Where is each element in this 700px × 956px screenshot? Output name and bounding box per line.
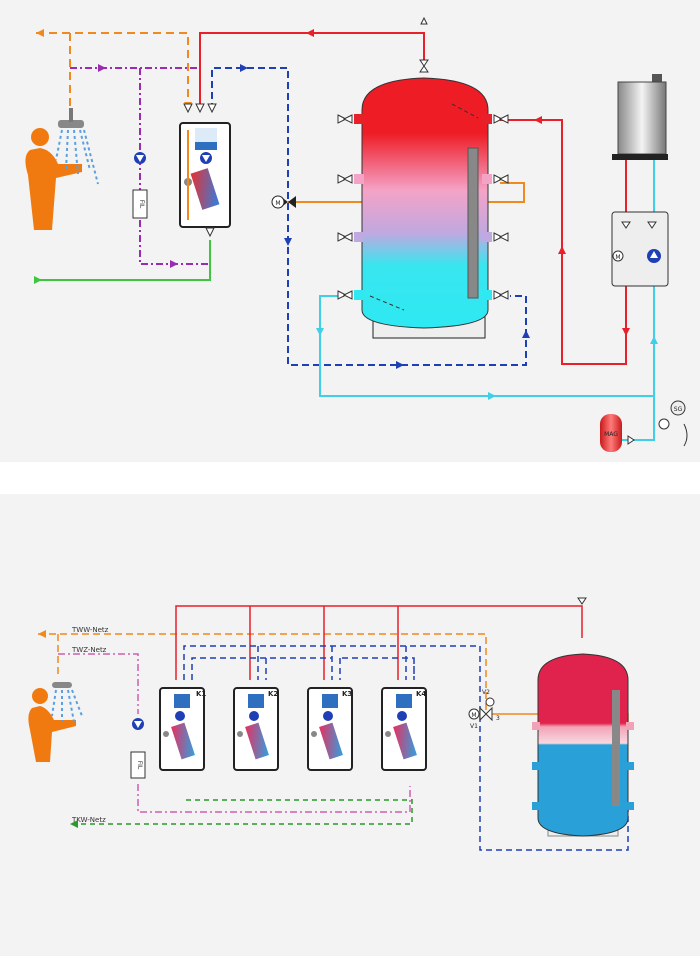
shower-head-icon [51, 682, 83, 723]
cold-water-inlet-line [36, 240, 211, 281]
station-k4: K4 [381, 687, 427, 771]
expansion-vessel: MAG [600, 414, 635, 452]
svg-text:K4: K4 [416, 690, 426, 698]
svg-text:K1: K1 [196, 690, 206, 698]
svg-text:K3: K3 [342, 690, 352, 698]
tww-net-line [38, 633, 487, 714]
heat-return-line [211, 67, 527, 366]
boiler-pump-group: M [611, 211, 669, 287]
svg-text:V2: V2 [482, 689, 490, 696]
person-icon [25, 128, 82, 230]
svg-text:FIL: FIL [136, 761, 143, 770]
bottom-schematic: TWW-Netz TWZ-Netz TKW-Netz FIL K1 K2 [28, 597, 634, 851]
circulation-pump-icon [134, 152, 146, 164]
tww-net-label: TWW-Netz [71, 626, 109, 634]
fresh-water-station [179, 122, 231, 228]
flow-arrows [34, 29, 658, 400]
station-k1: K1 [159, 687, 206, 771]
twz-net-line [58, 653, 139, 714]
station-valves [183, 103, 217, 238]
circulation-line [70, 67, 201, 110]
cold-return-line [319, 160, 655, 397]
mixing-valve: M V2 V1 3 [468, 689, 500, 730]
bottom-schematic-panel: TWW-Netz TWZ-Netz TKW-Netz FIL K1 K2 [0, 494, 700, 956]
twz-net-label: TWZ-Netz [71, 646, 107, 654]
tank-valves [337, 16, 509, 300]
svg-text:M: M [615, 254, 620, 261]
svg-text:M: M [471, 712, 476, 719]
boiler-unit [612, 74, 668, 160]
svg-text:K2: K2 [268, 690, 278, 698]
svg-text:V1: V1 [470, 723, 478, 730]
station-k2: K2 [233, 687, 279, 771]
svg-text:MAG: MAG [604, 431, 618, 438]
warm-water-line [36, 32, 189, 110]
flow-arrows [38, 597, 587, 828]
circulation-pump-icon [132, 718, 144, 730]
svg-text:3: 3 [496, 715, 500, 722]
top-schematic: FIL M [25, 16, 688, 452]
station-k3: K3 [307, 687, 353, 771]
filter-unit: FIL [132, 189, 148, 219]
svg-text:SG: SG [674, 406, 683, 413]
svg-text:FIL: FIL [138, 200, 145, 209]
shower-head-icon [55, 108, 99, 185]
hot-supply-line [175, 605, 583, 680]
top-schematic-panel: FIL M [0, 0, 700, 462]
buffer-tank [532, 653, 634, 837]
safety-group: SG [658, 400, 688, 447]
svg-text:M: M [275, 200, 280, 207]
buffer-tank [354, 77, 492, 339]
mixing-valve: M [271, 195, 296, 209]
person-icon [28, 688, 76, 762]
tkw-net-label: TKW-Netz [71, 816, 106, 824]
filter-unit: FIL [130, 751, 146, 779]
boiler-loop-line [500, 119, 627, 365]
